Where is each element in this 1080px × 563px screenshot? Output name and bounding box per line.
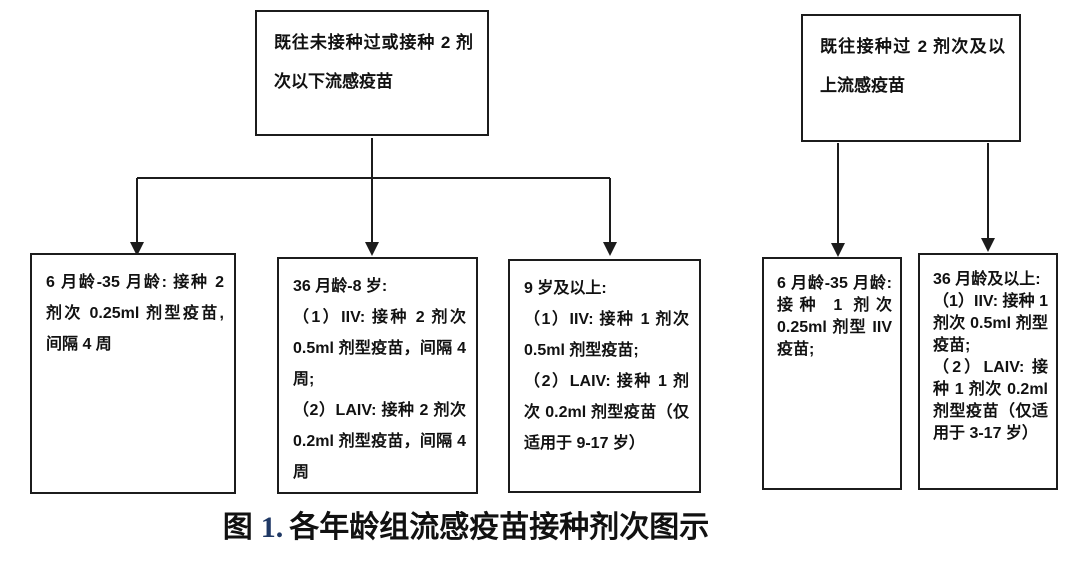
figure-caption-title: 各年龄组流感疫苗接种剂次图示	[289, 511, 710, 544]
figure-caption-number: 1.	[260, 511, 284, 544]
node-text-line: （1）IIV: 接种 1 剂次 0.5ml 剂型疫苗;	[933, 293, 1048, 354]
node-text-line: 36 月龄及以上:	[933, 271, 1041, 288]
arrowheads	[130, 238, 995, 257]
node-text: 6 月龄-35 月龄: 接种 1 剂次 0.25ml 剂型 IIV 疫苗;	[777, 275, 892, 358]
node-text-line: （2）LAIV: 接种 2 剂次 0.2ml 剂型疫苗，间隔 4 周	[293, 402, 466, 481]
node-primed-6-35-months: 6 月龄-35 月龄: 接种 1 剂次 0.25ml 剂型 IIV 疫苗;	[762, 257, 902, 490]
arrowhead-icon	[981, 238, 995, 252]
connector-lines	[136, 138, 989, 246]
node-text-line: （1）IIV: 接种 1 剂次 0.5ml 剂型疫苗;	[524, 311, 689, 359]
figure-caption-label: 图	[222, 511, 253, 544]
node-text-line: 9 岁及以上:	[524, 280, 607, 297]
arrowhead-icon	[831, 243, 845, 257]
arrowhead-icon	[365, 242, 379, 256]
node-text: 6 月龄-35 月龄: 接种 2 剂次 0.25ml 剂型疫苗, 间隔 4 周	[46, 274, 224, 353]
node-naive-6-35-months: 6 月龄-35 月龄: 接种 2 剂次 0.25ml 剂型疫苗, 间隔 4 周	[30, 253, 236, 494]
node-text-line: （2）LAIV: 接种 1 剂次 0.2ml 剂型疫苗（仅适用于 3-17 岁）	[933, 359, 1048, 442]
node-text-line: 36 月龄-8 岁:	[293, 278, 388, 295]
node-text-line: （1）IIV: 接种 2 剂次 0.5ml 剂型疫苗，间隔 4 周;	[293, 309, 466, 388]
node-history-2-plus-doses: 既往接种过 2 剂次及以上流感疫苗	[801, 14, 1021, 142]
node-text-line: （2）LAIV: 接种 1 剂次 0.2ml 剂型疫苗（仅适用于 9-17 岁）	[524, 373, 689, 452]
node-naive-9y-plus: 9 岁及以上: （1）IIV: 接种 1 剂次 0.5ml 剂型疫苗; （2）L…	[508, 259, 701, 493]
arrowhead-icon	[603, 242, 617, 256]
node-text: 既往接种过 2 剂次及以上流感疫苗	[820, 37, 1005, 95]
node-history-under-2-doses: 既往未接种过或接种 2 剂次以下流感疫苗	[255, 10, 489, 136]
node-naive-36m-8y: 36 月龄-8 岁: （1）IIV: 接种 2 剂次 0.5ml 剂型疫苗，间隔…	[277, 257, 478, 494]
node-primed-36m-plus: 36 月龄及以上: （1）IIV: 接种 1 剂次 0.5ml 剂型疫苗; （2…	[918, 253, 1058, 490]
node-text: 既往未接种过或接种 2 剂次以下流感疫苗	[274, 33, 473, 91]
